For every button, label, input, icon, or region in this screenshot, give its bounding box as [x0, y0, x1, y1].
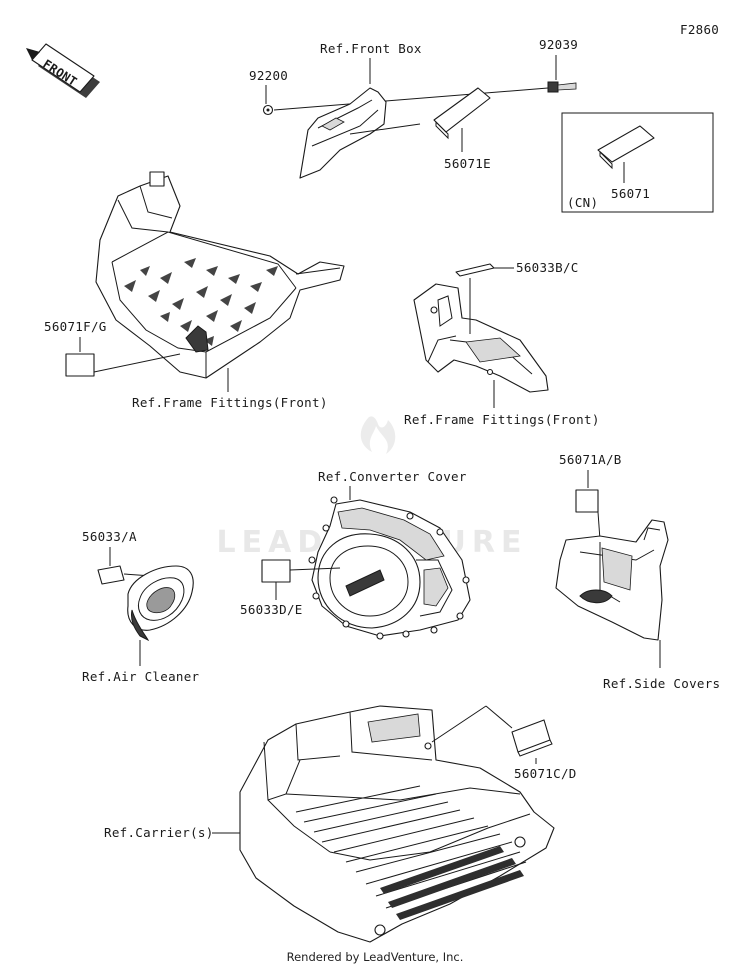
bolt-92039: [547, 81, 577, 93]
label-cn: (CN): [567, 195, 598, 210]
front-arrow-icon: FRONT: [26, 43, 100, 98]
frame-fitting-bracket: 56033B/C Ref.Frame Fittings(Front): [404, 260, 600, 427]
label-ref-frame-fittings-2: Ref.Frame Fittings(Front): [404, 412, 600, 427]
label-56033de: 56033D/E: [240, 602, 303, 617]
label-ref-frame-fittings-1: Ref.Frame Fittings(Front): [132, 395, 328, 410]
label-ref-side-covers: Ref.Side Covers: [603, 676, 720, 691]
label-ref-air-cleaner: Ref.Air Cleaner: [82, 669, 200, 684]
label-56071e: 56071E: [444, 156, 491, 171]
credit-text: Rendered by LeadVenture, Inc.: [286, 950, 464, 964]
label-ref-front-box: Ref.Front Box: [320, 41, 422, 56]
figure-id: F2860: [680, 22, 719, 37]
label-56071cd: 56071C/D: [514, 766, 577, 781]
label-56071: 56071: [611, 186, 650, 201]
converter-cover: Ref.Converter Cover 56033D/E: [240, 469, 471, 640]
label-92200: 92200: [249, 68, 288, 83]
label-56033bc: 56033B/C: [516, 260, 579, 275]
air-cleaner: 56033/A Ref.Air Cleaner: [82, 529, 200, 684]
label-56033a: 56033/A: [82, 529, 137, 544]
label-56071fg: 56071F/G: [44, 319, 107, 334]
label-plate-56071ab: [575, 489, 599, 513]
front-box-group: Ref.Front Box 92039 92200 56071E: [249, 37, 578, 179]
cn-box: 56071 (CN): [561, 112, 714, 213]
label-plate-56071: [597, 125, 655, 163]
label-92039: 92039: [539, 37, 578, 52]
label-plate-56071fg: [65, 353, 95, 377]
label-plate-56033de: [261, 559, 291, 583]
label-ref-converter-cover: Ref.Converter Cover: [318, 469, 467, 484]
side-cover: 56071A/B Ref.Side Covers: [555, 452, 720, 691]
label-plate-56033a: [97, 565, 125, 585]
label-56071ab: 56071A/B: [559, 452, 622, 467]
label-ref-carriers: Ref.Carrier(s): [104, 825, 214, 840]
carrier-bed: 56071C/D Ref.Carrier(s): [104, 705, 577, 943]
front-frame-tray: 56071F/G Ref.Frame Fittings(Front): [44, 171, 345, 410]
label-plate-56033bc: [455, 263, 495, 277]
